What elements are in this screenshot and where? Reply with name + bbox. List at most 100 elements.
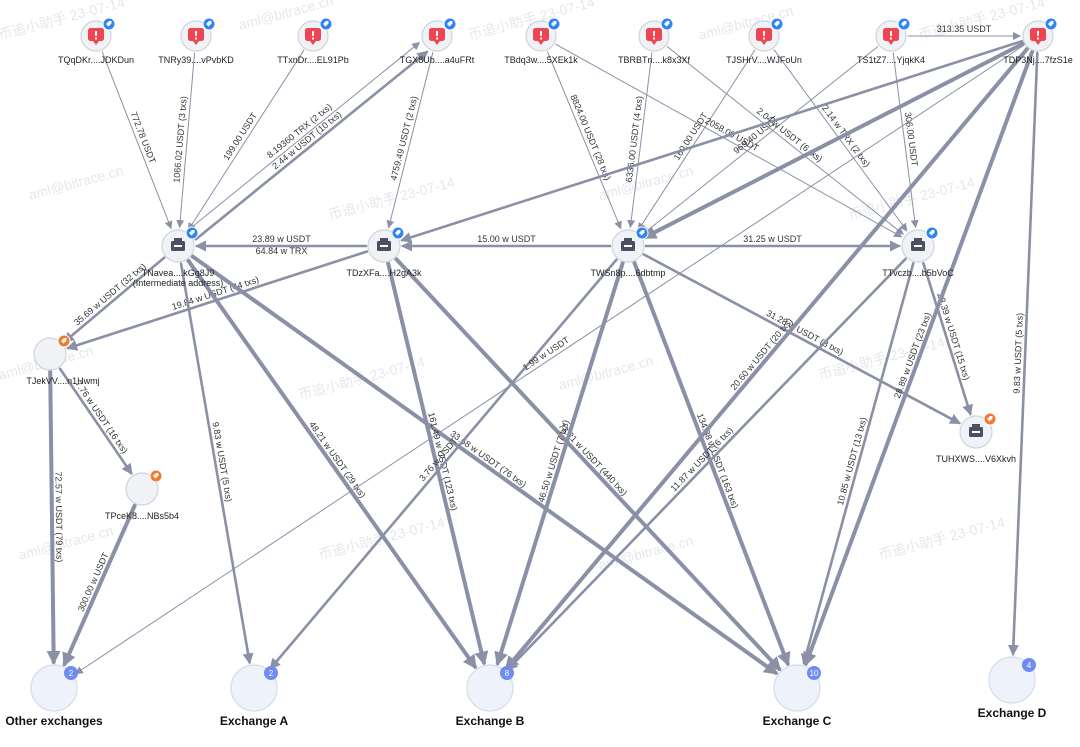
edge-label: 160.00 USDT (672, 110, 710, 162)
edge-tdp-to-ex_d[interactable] (1007, 51, 1039, 657)
count-badge (264, 666, 278, 680)
edge-label: 10.85 w USDT (13 txs) (835, 416, 869, 506)
address-label: TQqDKr....JDKDun (58, 55, 134, 65)
node-tnr[interactable]: TNRy39....vPvbKD (158, 17, 234, 65)
edge-tpc-to-ex_other[interactable] (62, 503, 137, 667)
address-label: TDzXFa....H2gA3k (346, 268, 422, 278)
node-tje[interactable]: TJekVV....n1Hwmj (26, 334, 100, 386)
wallet-icon-slot (914, 245, 922, 247)
node-tws[interactable]: TWSn8p....6dbtmp (590, 226, 666, 278)
edge-ttx-to-tna[interactable] (187, 49, 305, 231)
address-label: TBdq3w....5XEk1k (504, 55, 578, 65)
edge-tdp-to-ex_other[interactable] (74, 44, 1025, 675)
edge-tna-to-tgx[interactable] (187, 42, 421, 231)
edge-ttv-to-ex_c[interactable] (800, 262, 915, 665)
address-label: TNRy39....vPvbKD (158, 55, 234, 65)
address-label: TDP3Nj....7fzS1e (1003, 55, 1073, 65)
node-tgx[interactable]: TGX8Ub....a4uFRt (400, 17, 475, 65)
address-label: TUHXWS....V6Xkvh (936, 454, 1016, 464)
tag-icon-glyph (901, 21, 907, 27)
node-ttx[interactable]: TTxnDr....EL91Pb (277, 17, 349, 65)
node-tpc[interactable]: TPceK8....NBs5b4 (105, 469, 179, 521)
watermark-text: 币追小助手 23-07-14 (877, 514, 1007, 563)
edge-tws-to-ex_a[interactable] (269, 258, 618, 670)
edge-tws-to-ex_c[interactable] (632, 260, 791, 667)
alert-icon-tail (1035, 41, 1041, 45)
edge-tws-to-tuh[interactable] (642, 253, 962, 425)
wallet-icon-slot (624, 245, 632, 247)
edge-tws-to-ex_b[interactable] (494, 261, 625, 667)
wallet-icon-slot (174, 245, 182, 247)
watermark-text: aml@bitrace.cn (597, 162, 695, 203)
edge-ttv-to-tuh[interactable] (922, 261, 973, 416)
node-tjs[interactable]: TJSHrV....WJFoUn (726, 17, 802, 65)
edge-ttv-to-ex_b[interactable] (506, 257, 907, 671)
count-badge (500, 666, 514, 680)
wallet-icon-top (972, 424, 980, 427)
node-tdp[interactable]: TDP3Nj....7fzS1e (1003, 17, 1073, 65)
tag-icon-glyph (551, 21, 557, 27)
edge-tna-to-ex_b[interactable] (186, 258, 478, 670)
node-tbd[interactable]: TBdq3w....5XEk1k (504, 17, 578, 65)
edge-label: 8824.00 USDT (28 txs) (568, 93, 612, 182)
node-ttv[interactable]: TTvczb....b5bVoC (882, 226, 954, 278)
node-tbr[interactable]: TBRBTn....k8x3Xf (618, 17, 691, 65)
wallet-icon-top (174, 238, 182, 241)
edge-tdp-to-tdz[interactable] (400, 39, 1024, 243)
node-tdz[interactable]: TDzXFa....H2gA3k (346, 226, 422, 278)
edge-tjs-to-tws[interactable] (637, 49, 756, 231)
alert-icon-dot (1037, 37, 1039, 40)
edge-tdp-to-ex_b[interactable] (504, 47, 1030, 671)
tag-icon-glyph (664, 21, 670, 27)
tag-icon-glyph (206, 21, 212, 27)
edge-tgx-to-tdz[interactable] (386, 51, 434, 229)
edge-tdz-to-ex_b[interactable] (386, 261, 489, 666)
node-tsz[interactable]: TS1tZ7....YjqkK4 (857, 17, 925, 65)
edge-tbd-to-ttv[interactable] (555, 43, 903, 238)
wallet-icon-slot (972, 431, 980, 433)
address-label: TS1tZ7....YjqkK4 (857, 55, 925, 65)
tag-icon-glyph (106, 21, 112, 27)
edge-tna-to-ex_c[interactable] (190, 254, 779, 675)
nodes-layer: TQqDKr....JDKDun TNRy39....vPvbKD TTxnDr..… (5, 17, 1073, 728)
exchange-label: Exchange D (978, 706, 1047, 720)
edge-tsz-to-tws[interactable] (642, 46, 879, 235)
alert-icon-mark (1037, 31, 1039, 36)
node-tuh[interactable]: TUHXWS....V6Xkvh (936, 412, 1016, 464)
edge-tna-to-ex_a[interactable] (179, 262, 254, 665)
edge-tdp-to-tws[interactable] (642, 41, 1025, 240)
edge-tjs-to-ttv[interactable] (773, 49, 908, 232)
edge-tje-to-tpc[interactable] (58, 367, 133, 475)
edge-tje-to-ex_other[interactable] (46, 369, 61, 666)
edge-label: 1066.02 USDT (3 txs) (171, 96, 188, 183)
tag-icon-glyph (1048, 21, 1054, 27)
address-label: TPceK8....NBs5b4 (105, 511, 179, 521)
edge-tbd-to-tws[interactable] (547, 51, 622, 230)
tag-icon-glyph (639, 230, 645, 236)
edge-tqq-to-tna[interactable] (101, 51, 173, 230)
edge-tnr-to-tna[interactable] (176, 52, 196, 229)
node-tna[interactable]: TNavea....kGg8J9(Intermediate address) (133, 226, 224, 288)
exchange-label: Exchange B (456, 714, 525, 728)
edge-tbr-to-tws[interactable] (627, 52, 653, 229)
address-label: TBRBTn....k8x3Xf (618, 55, 691, 65)
alert-icon-tail (434, 41, 440, 45)
tag-icon-glyph (774, 21, 780, 27)
edge-tdz-to-ex_c[interactable] (394, 257, 782, 672)
edge-tdp-to-ex_c[interactable] (803, 49, 1035, 667)
edge-tna-to-tje[interactable] (62, 256, 166, 344)
edge-tbr-to-ttv[interactable] (666, 46, 904, 235)
alert-icon-tail (93, 41, 99, 45)
edge-tna-to-tgx[interactable] (194, 50, 429, 241)
edge-label: 313.35 USDT (937, 24, 992, 34)
address-label: TNavea....kGg8J9 (142, 268, 215, 278)
alert-icon-dot (312, 37, 314, 40)
wallet-icon-top (624, 238, 632, 241)
node-tqq[interactable]: TQqDKr....JDKDun (58, 17, 134, 65)
